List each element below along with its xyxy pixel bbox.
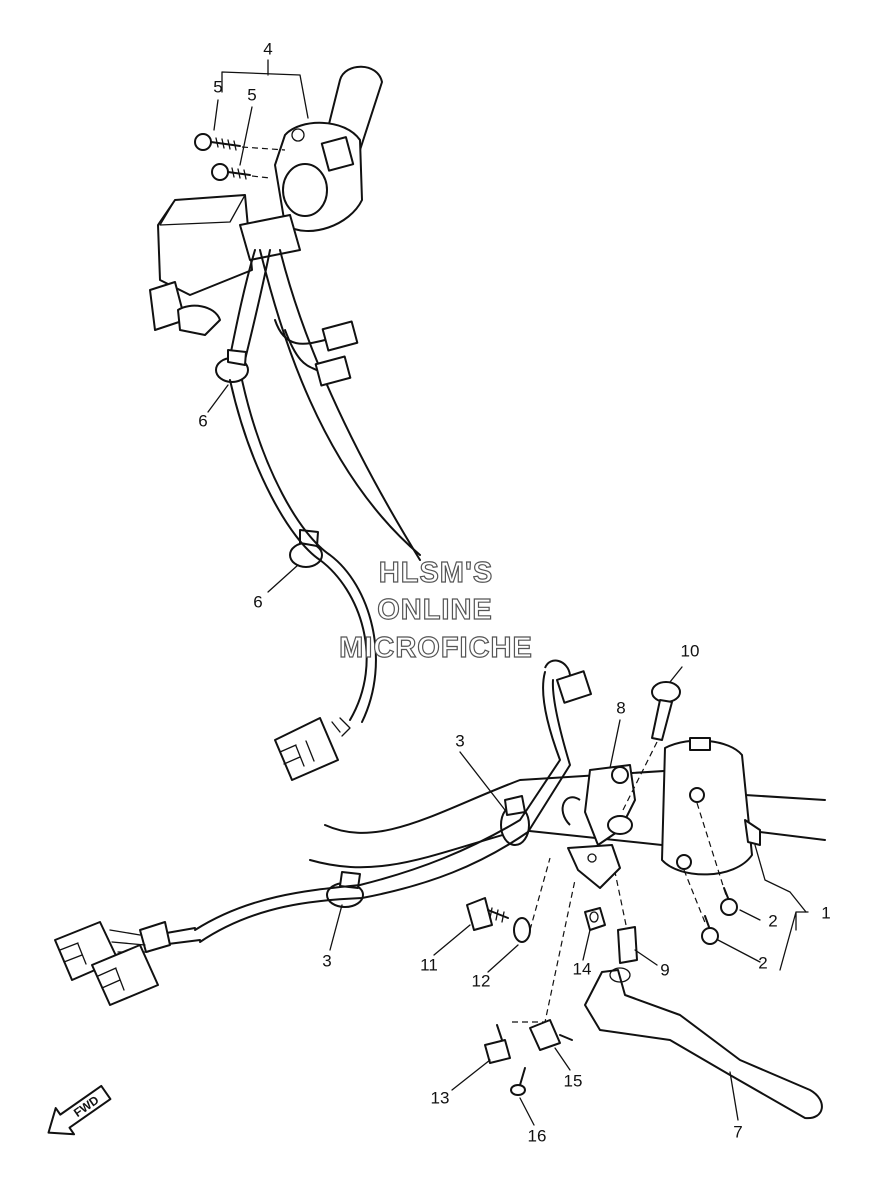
callout-5-right: 5 (247, 85, 256, 104)
clutch-switch-15 (529, 1019, 573, 1051)
harness-clamp-6-upper (215, 349, 249, 383)
watermark-line-3: MICROFICHE (339, 632, 533, 664)
callout-3-upper: 3 (455, 731, 464, 750)
watermark: HLSM'S ONLINE MICROFICHE (339, 556, 533, 664)
collar-9 (614, 871, 638, 964)
callout-2-lower: 2 (758, 953, 767, 972)
callout-2-upper: 2 (768, 911, 777, 930)
callout-16: 16 (528, 1126, 547, 1145)
watermark-line-1: HLSM'S (379, 557, 493, 589)
screw-13 (484, 879, 576, 1064)
callout-1: 1 (821, 903, 830, 922)
callout-9: 9 (660, 960, 669, 979)
clutch-switch-wiring (54, 659, 593, 1006)
callout-6-lower: 6 (253, 592, 262, 611)
lever-holder-8 (561, 764, 636, 889)
callout-13: 13 (431, 1088, 450, 1107)
screw-2-lower (683, 869, 719, 945)
callout-10: 10 (681, 641, 700, 660)
callout-11: 11 (420, 955, 438, 974)
callout-7: 7 (733, 1122, 742, 1141)
clutch-lever-7 (584, 967, 823, 1120)
band-clamp-3-left (326, 871, 364, 908)
screw-2-upper (696, 802, 738, 916)
switch-harness-connector (229, 379, 377, 781)
callout-15: 15 (564, 1071, 583, 1090)
bolt-10 (621, 681, 681, 813)
callout-8: 8 (616, 698, 625, 717)
harness-clamp-6-lower (289, 529, 323, 568)
screw-5-lower (211, 163, 271, 181)
left-handlebar-switch-assembly (149, 65, 421, 561)
leader-lines (207, 59, 809, 1126)
nut-14 (584, 907, 606, 931)
screw-16 (510, 1067, 526, 1096)
fwd-arrow-icon: FWD (47, 1084, 112, 1136)
band-clamp-3-right (500, 795, 530, 846)
callout-4: 4 (263, 39, 272, 58)
callout-6-upper: 6 (198, 411, 207, 430)
callout-labels: 1 2 2 3 3 4 5 5 6 6 7 8 9 10 11 12 13 14… (198, 39, 830, 1145)
bolt-11 (466, 897, 509, 931)
screw-5-upper (194, 133, 286, 151)
callout-12: 12 (472, 971, 491, 990)
watermark-line-2: ONLINE (377, 594, 493, 626)
callout-14: 14 (573, 959, 592, 978)
callout-3-lower: 3 (322, 951, 331, 970)
callout-5-left: 5 (213, 77, 222, 96)
right-switch-1 (661, 737, 761, 876)
washer-12 (513, 857, 551, 943)
